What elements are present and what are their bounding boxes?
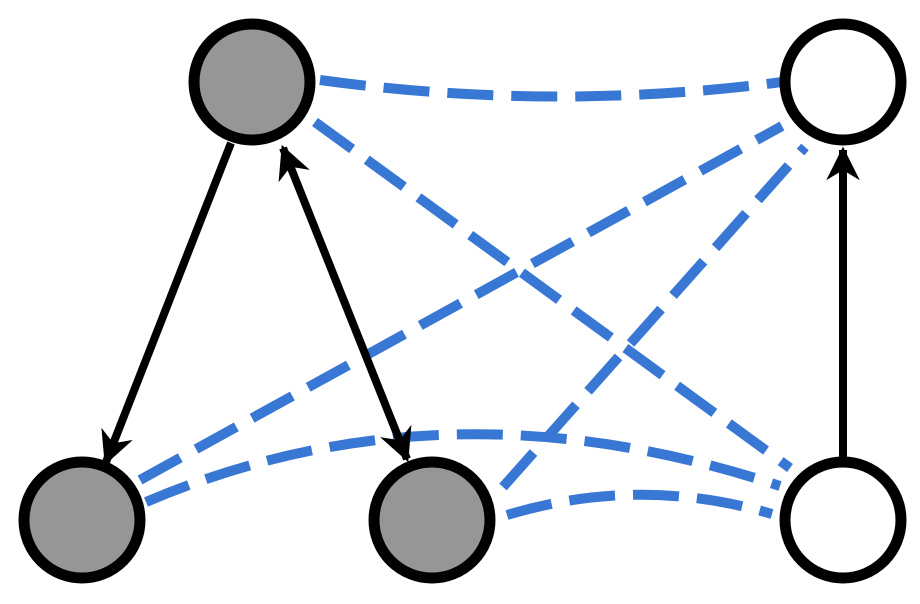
node-bottom-left [18, 456, 146, 584]
dashed-edge-bottom-left-top-right [137, 121, 785, 485]
arrow-top-left-to-bottom-left [101, 141, 235, 466]
dashed-edge-top-left-top-right [319, 75, 783, 102]
node-bottom-right [779, 456, 907, 584]
nodes [18, 18, 907, 584]
dashed-edges [137, 75, 809, 520]
directed-edges [101, 141, 860, 466]
node-top-left [188, 18, 316, 146]
arrow-top-left-bottom-middle-bidirectional [278, 144, 412, 463]
dashed-edge-bottom-middle-top-right [499, 143, 809, 491]
dashed-edge-bottom-middle-bottom-right [505, 489, 774, 520]
dashed-edge-bottom-left-bottom-right [144, 429, 782, 507]
node-bottom-middle [368, 456, 496, 584]
node-top-right [779, 18, 907, 146]
